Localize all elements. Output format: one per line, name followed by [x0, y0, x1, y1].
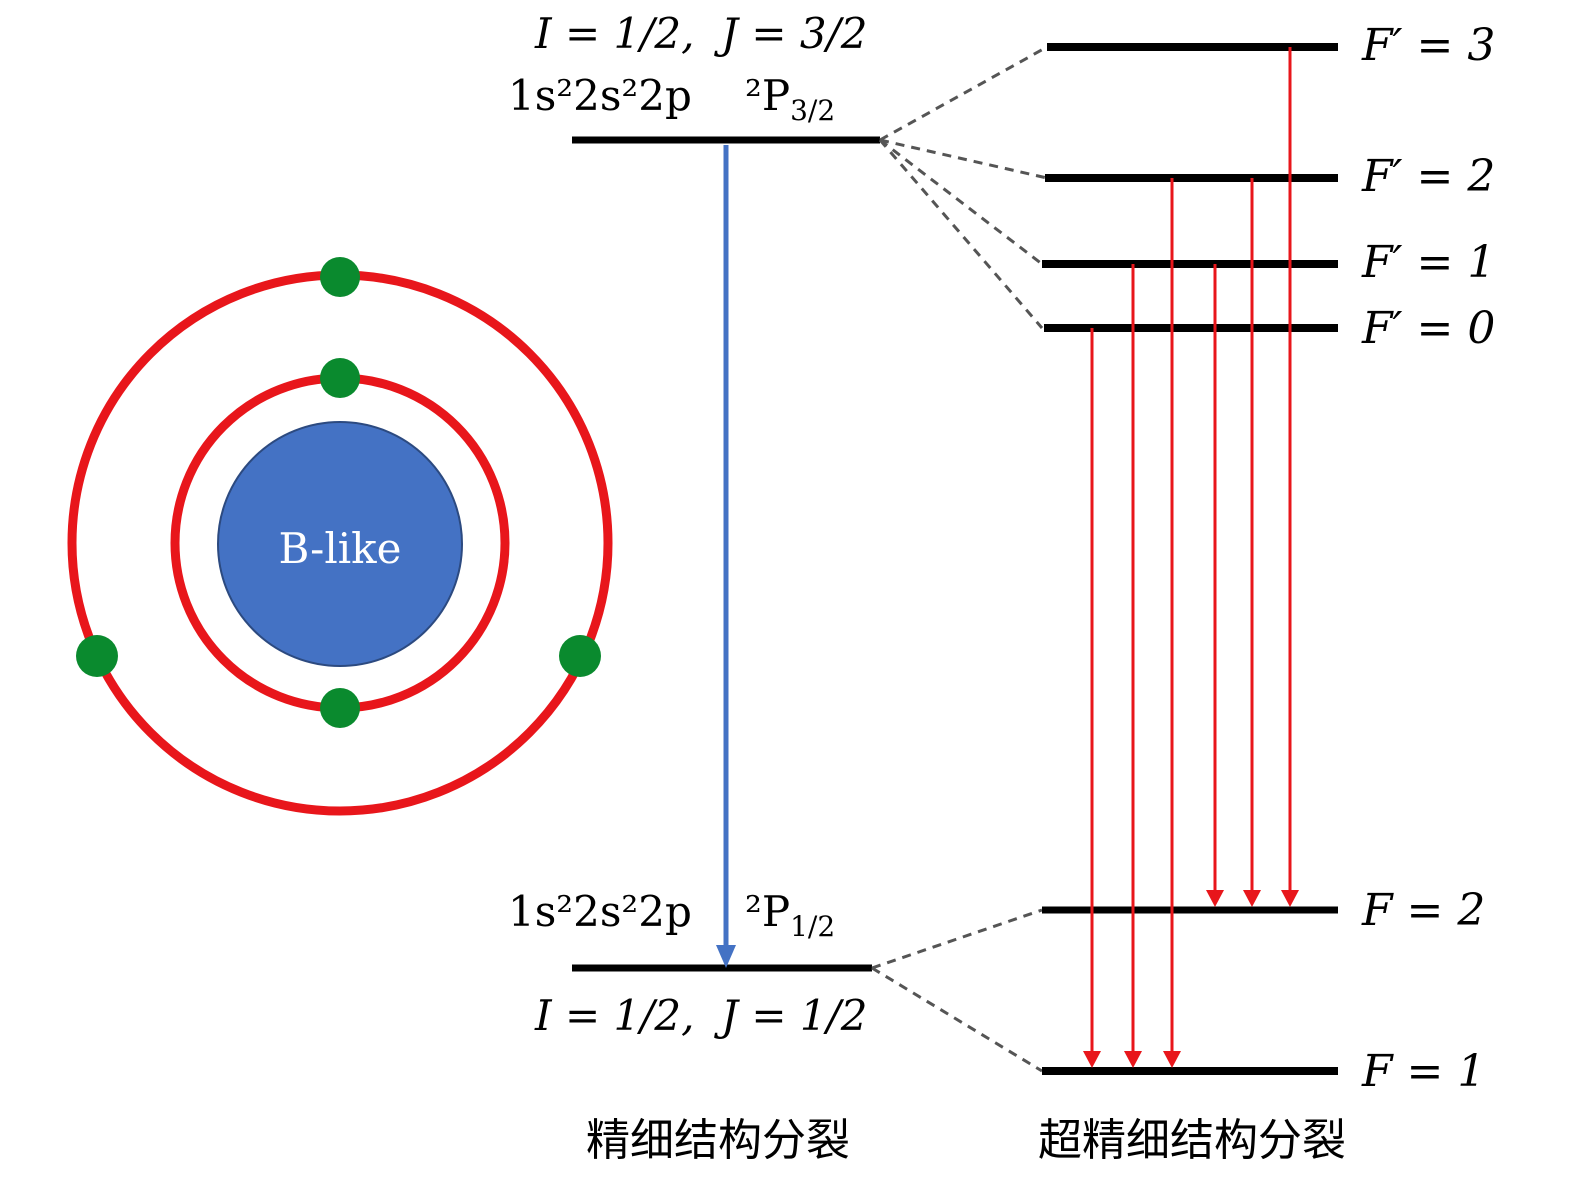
connector — [879, 138, 1048, 180]
hyperfine-arrowhead — [1281, 890, 1299, 907]
fine-arrowhead — [716, 945, 736, 968]
level-label: F′ = 2 — [1361, 151, 1495, 202]
electron — [76, 635, 118, 677]
hyperfine-arrowhead — [1243, 890, 1261, 907]
upper-quantum-label: I = 1/2, J = 3/2 — [534, 9, 867, 58]
nucleus-label: B-like — [278, 524, 401, 573]
connector — [871, 966, 1043, 1073]
nucleus — [217, 421, 463, 667]
atom-model: B-like — [67, 257, 613, 816]
lower-term-label: ²P1/2 — [745, 887, 835, 943]
upper-term-label: ²P3/2 — [745, 71, 835, 127]
hyperfine-arrowhead — [1124, 1051, 1142, 1068]
connector — [879, 45, 1048, 142]
connector — [878, 139, 1044, 329]
level-label: F = 2 — [1361, 885, 1485, 936]
connector — [871, 908, 1043, 970]
fine-caption: 精细结构分裂 — [586, 1115, 850, 1166]
level-label: F′ = 0 — [1361, 303, 1495, 354]
electron — [320, 358, 360, 398]
level-label: F′ = 3 — [1361, 20, 1495, 71]
electron — [320, 688, 360, 728]
hyperfine-arrowhead — [1163, 1051, 1181, 1068]
hyperfine-transitions — [1083, 47, 1299, 1068]
hyperfine-arrowhead — [1083, 1051, 1101, 1068]
upper-config-label: 1s²2s²2p — [508, 71, 692, 120]
lower-config-label: 1s²2s²2p — [508, 887, 692, 936]
upper-term-sub: 3/2 — [790, 94, 835, 127]
lower-quantum-label: I = 1/2, J = 1/2 — [534, 991, 867, 1040]
hyperfine-caption: 超精细结构分裂 — [1038, 1115, 1346, 1166]
level-label: F′ = 1 — [1361, 237, 1495, 288]
hyperfine-arrowhead — [1206, 890, 1224, 907]
lower-term-sub: 1/2 — [790, 910, 835, 943]
hyperfine-structure: F′ = 3 F′ = 2 F′ = 1 F′ = 0 F = 2 F = 1 … — [1038, 20, 1495, 1166]
fine-structure: I = 1/2, J = 3/2 1s²2s²2p ²P3/2 1s²2s²2p… — [508, 9, 880, 1166]
electron — [559, 635, 601, 677]
splitting-connectors — [871, 45, 1048, 1073]
level-label: F = 1 — [1361, 1046, 1485, 1097]
electron — [320, 257, 360, 297]
connector — [879, 138, 1043, 266]
